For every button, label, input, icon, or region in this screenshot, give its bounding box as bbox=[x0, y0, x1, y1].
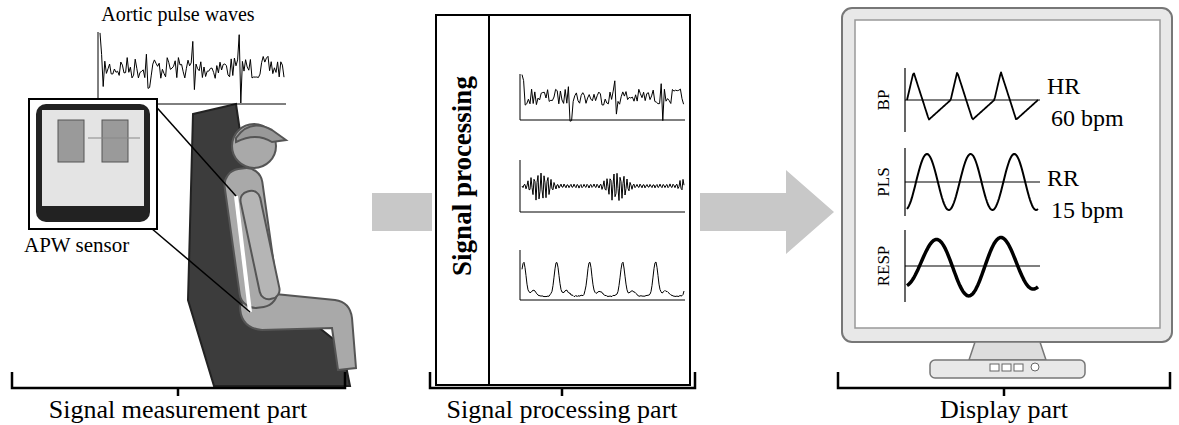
leader-line bbox=[151, 101, 236, 196]
flow-arrow bbox=[700, 170, 834, 254]
part-name: Signal measurement part bbox=[49, 396, 307, 425]
axis bbox=[98, 32, 286, 104]
bracket bbox=[12, 372, 1170, 396]
resp-wave bbox=[907, 238, 1038, 296]
sensor-inset: APW sensor bbox=[22, 98, 160, 264]
text-line: 15 bpm bbox=[1047, 194, 1124, 226]
person bbox=[222, 124, 356, 370]
aortic-wave bbox=[522, 75, 684, 122]
part-name: Signal processing part bbox=[446, 396, 677, 425]
envelope-wave bbox=[522, 262, 684, 297]
pls-wave bbox=[907, 154, 1038, 210]
axis bbox=[520, 74, 685, 300]
seat bbox=[188, 104, 350, 386]
sensor-photo bbox=[28, 98, 158, 230]
text-line: RR bbox=[1047, 162, 1124, 194]
filtered-wave bbox=[522, 173, 684, 200]
text-line: HR bbox=[1047, 70, 1124, 102]
trace-label: RESP bbox=[875, 246, 894, 287]
respiration-rate: RR 15 bpm bbox=[1047, 162, 1124, 227]
sensor-label: APW sensor bbox=[24, 234, 129, 257]
signal-title: Aortic pulse waves bbox=[101, 3, 254, 25]
aortic-wave bbox=[100, 33, 284, 103]
trace-label: PLS bbox=[875, 167, 894, 196]
leader-line bbox=[151, 228, 250, 312]
sensor-strip bbox=[236, 196, 250, 312]
flow-arrow bbox=[372, 193, 432, 231]
text-line: 60 bpm bbox=[1047, 102, 1124, 134]
processing-box: Signal processing bbox=[435, 14, 691, 386]
heart-rate: HR 60 bpm bbox=[1047, 70, 1124, 135]
axis bbox=[905, 68, 1040, 302]
vertical-title: Signal processing bbox=[448, 76, 478, 276]
display-screen: BPPLSRESPHR 60 bpmRR 15 bpm bbox=[855, 20, 1160, 328]
part-name: Display part bbox=[940, 396, 1068, 425]
monitor bbox=[842, 8, 1172, 378]
trace-label: BP bbox=[875, 90, 894, 111]
divider bbox=[488, 16, 490, 384]
bp-wave bbox=[907, 72, 1038, 119]
